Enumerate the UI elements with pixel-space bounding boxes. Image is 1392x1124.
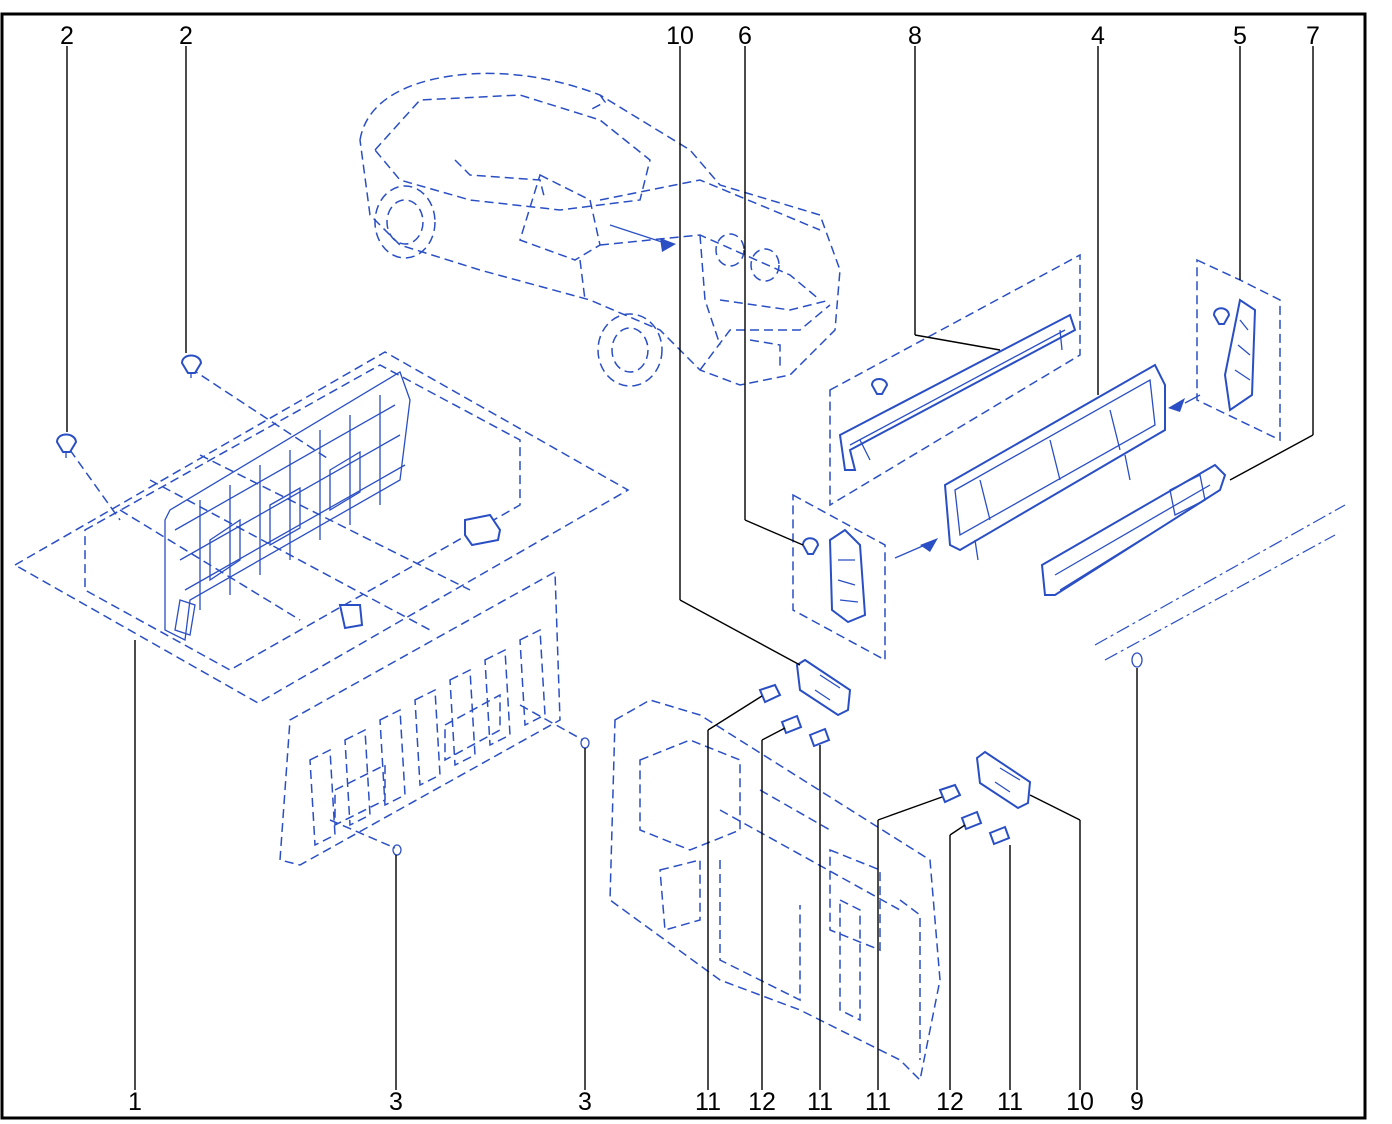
- callout-2-left: 2: [60, 22, 74, 50]
- callout-10-bottom: 10: [1066, 1088, 1094, 1116]
- callout-1: 1: [128, 1088, 142, 1116]
- part-5-right-bracket: [1196, 258, 1281, 442]
- vehicle-phantom: [359, 72, 841, 387]
- part-9-rod: [1094, 504, 1346, 668]
- callout-10-top: 10: [666, 22, 694, 50]
- diagram-frame: [0, 12, 1367, 1120]
- part-4-finisher: [943, 363, 1201, 561]
- part-8-upper-trim: [829, 253, 1081, 507]
- callout-12-b: 12: [936, 1088, 964, 1116]
- callout-6: 6: [738, 22, 752, 50]
- callout-11-c: 11: [865, 1088, 891, 1116]
- callout-4: 4: [1091, 22, 1105, 50]
- tailgate-phantom: [609, 699, 941, 1082]
- callout-3-left: 3: [389, 1088, 403, 1116]
- part-7-lower-trim: [1040, 463, 1227, 596]
- callout-11-a: 11: [695, 1088, 721, 1116]
- part-2-clips: [55, 354, 203, 458]
- leader-lines: [66, 46, 1314, 1090]
- callout-12-a: 12: [748, 1088, 776, 1116]
- hinge-lower: [938, 750, 1032, 846]
- part-6-left-bracket: [792, 493, 938, 662]
- callout-11-d: 11: [997, 1088, 1023, 1116]
- hinge-upper: [758, 658, 852, 748]
- callout-8: 8: [908, 22, 922, 50]
- callout-2-right: 2: [179, 22, 193, 50]
- callout-7: 7: [1306, 22, 1320, 50]
- callout-5: 5: [1233, 22, 1247, 50]
- callout-9: 9: [1130, 1088, 1144, 1116]
- callout-3-right: 3: [578, 1088, 592, 1116]
- callout-11-b: 11: [807, 1088, 833, 1116]
- part-3-trim-panel: [279, 570, 590, 866]
- part-1-panel-assembly: [13, 351, 630, 704]
